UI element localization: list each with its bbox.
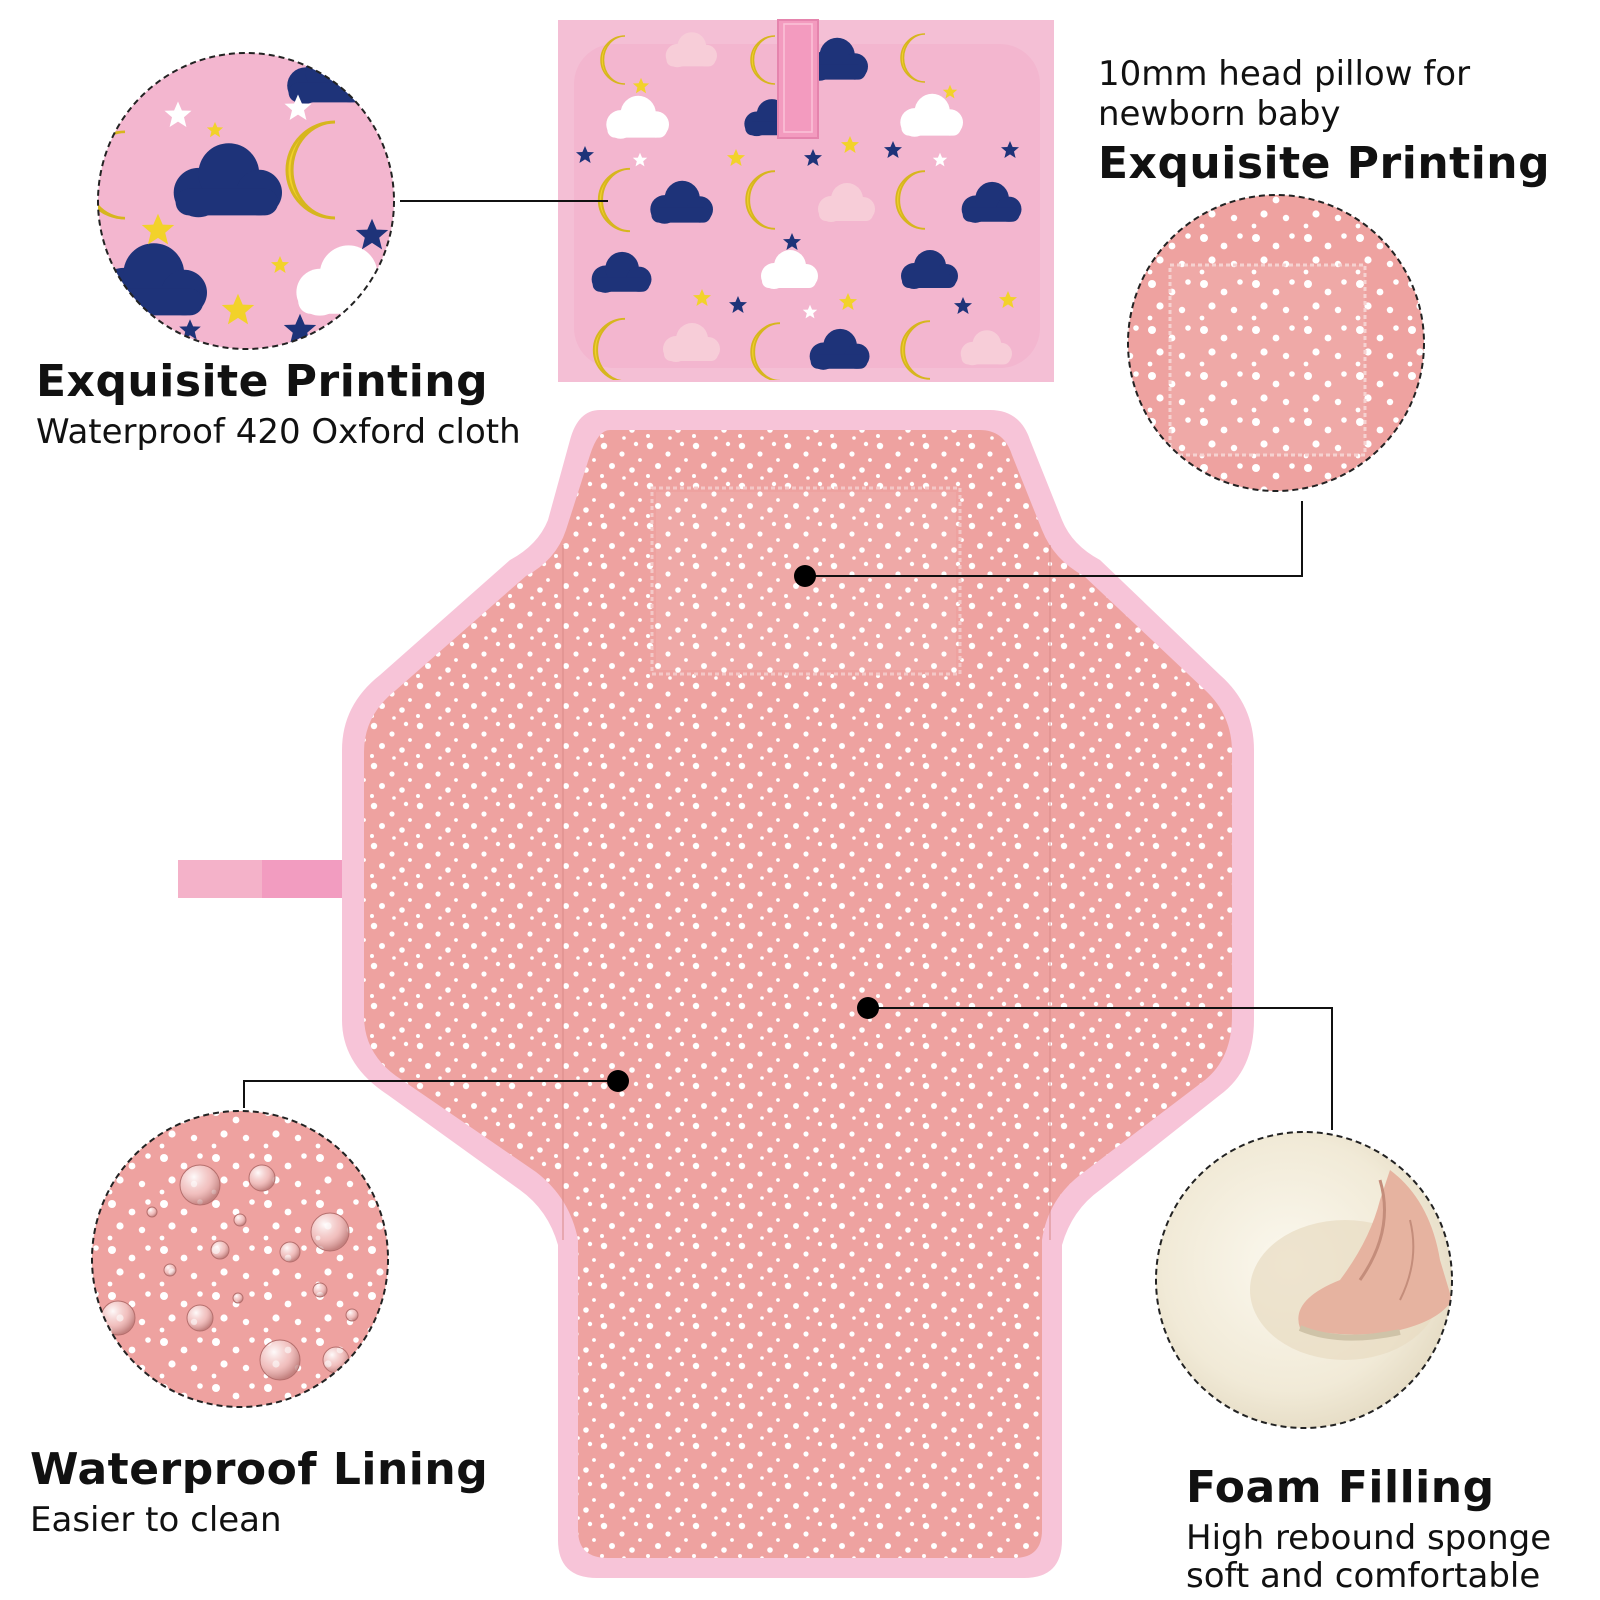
waterproof-closeup-circle	[91, 1110, 389, 1408]
callout-dot-icon	[794, 565, 816, 587]
top-left-title: Exquisite Printing	[36, 356, 489, 407]
head-pillow	[650, 486, 962, 676]
bottom-right-line1: High rebound sponge	[1186, 1518, 1552, 1558]
bottom-right-title: Foam Filling	[1186, 1462, 1495, 1513]
callout-dot-icon	[607, 1070, 629, 1092]
bottom-right-line2: soft and comfortable	[1186, 1556, 1541, 1596]
bottom-left-subtitle: Easier to clean	[30, 1500, 282, 1540]
pillow-closeup-circle	[1127, 194, 1425, 492]
top-right-title: Exquisite Printing	[1098, 138, 1551, 189]
callout-dots	[607, 565, 879, 1092]
folded-mat	[558, 19, 1054, 382]
top-right-line2: newborn baby	[1098, 94, 1341, 134]
changing-mat	[178, 410, 1254, 1578]
foam-closeup-circle	[1155, 1131, 1453, 1429]
water-drop-icon	[100, 1164, 359, 1381]
top-right-line1: 10mm head pillow for	[1098, 54, 1471, 94]
top-left-subtitle: Waterproof 420 Oxford cloth	[36, 412, 521, 452]
bottom-left-title: Waterproof Lining	[30, 1444, 489, 1495]
print-closeup-circle	[97, 52, 395, 350]
callout-dot-icon	[857, 997, 879, 1019]
callout-lines	[243, 200, 1333, 1130]
